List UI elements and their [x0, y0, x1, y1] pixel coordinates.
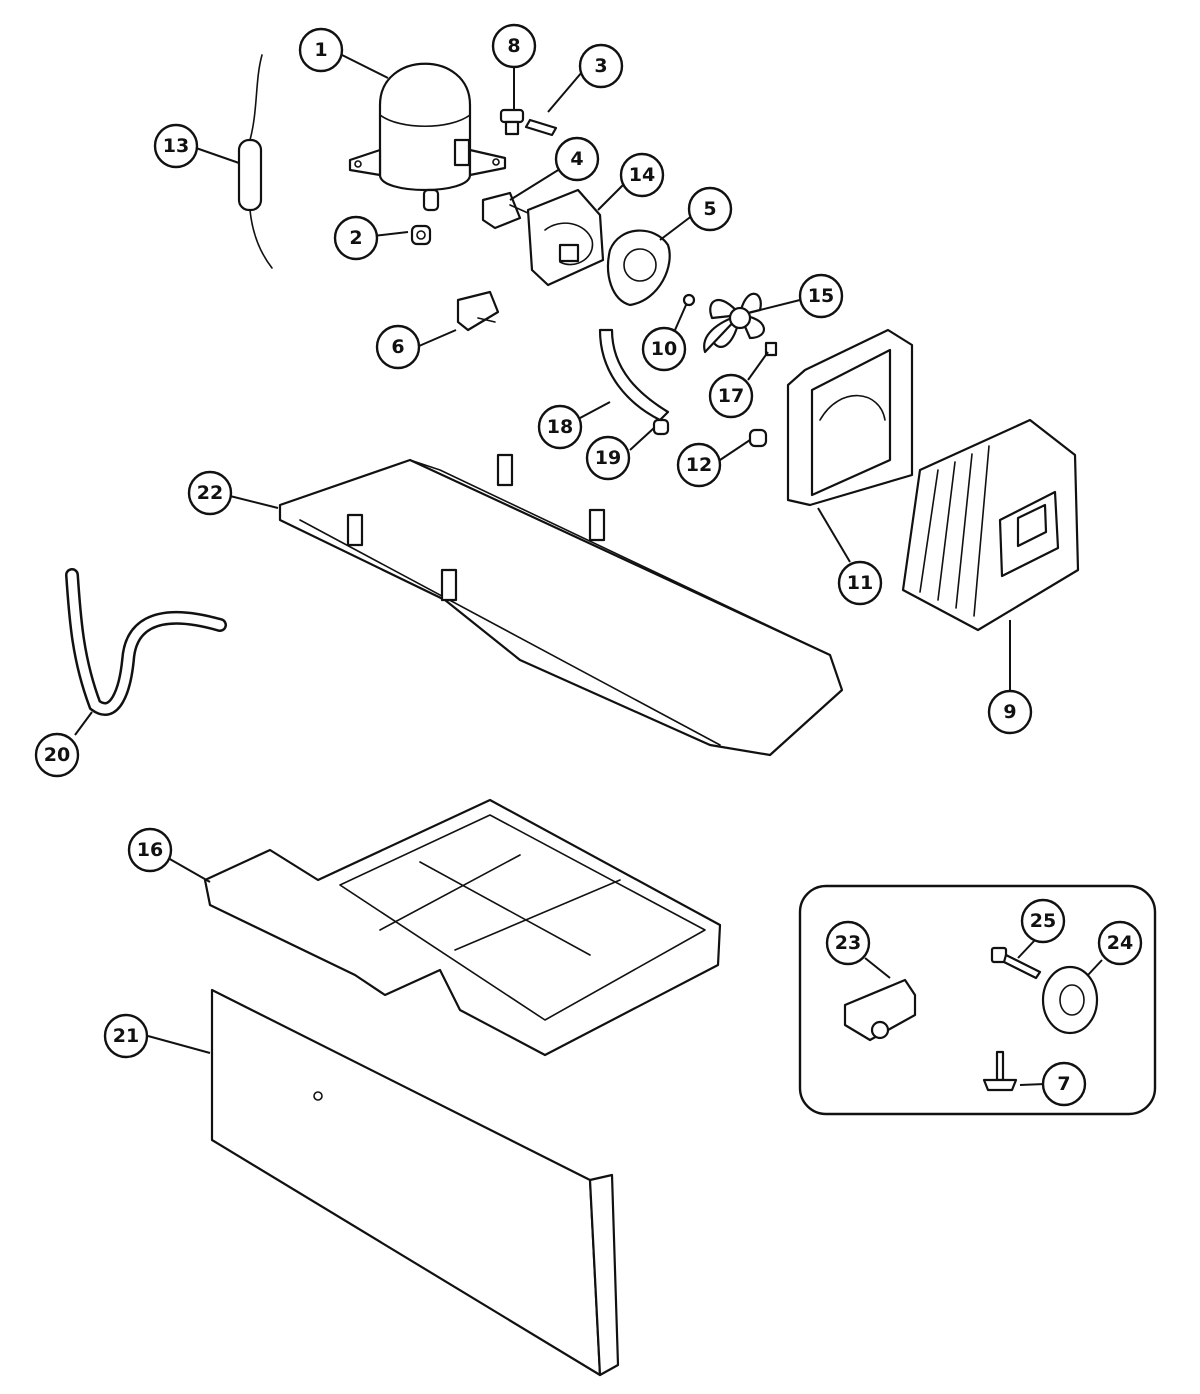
callout-6: 6 [375, 324, 421, 370]
part-8-screw [499, 108, 525, 136]
part-3-clip [524, 118, 558, 137]
callout-6-label: 6 [391, 336, 404, 358]
callout-25-label: 25 [1030, 910, 1056, 932]
callout-4-label: 4 [570, 148, 583, 170]
part-21-front-panel [210, 988, 620, 1377]
callout-14: 14 [619, 152, 665, 198]
callout-18-label: 18 [547, 416, 573, 438]
callout-19: 19 [585, 435, 631, 481]
part-5-fan-shroud [606, 229, 671, 307]
part-22-base-pan [278, 453, 844, 757]
callout-3-label: 3 [594, 55, 607, 77]
part-16-drain-pan [203, 798, 722, 1057]
callout-15-label: 15 [808, 285, 834, 307]
part-25-screw [990, 946, 1042, 980]
part-6-switch [456, 290, 500, 332]
part-2-grommet [410, 224, 432, 246]
callout-11: 11 [837, 560, 883, 606]
callout-18: 18 [537, 404, 583, 450]
callout-11-label: 11 [847, 572, 873, 594]
part-20-hose [65, 568, 227, 716]
callout-9: 9 [987, 689, 1033, 735]
callout-22-label: 22 [197, 482, 223, 504]
part-11-fan-frame [786, 328, 914, 507]
callout-23: 23 [825, 920, 871, 966]
callout-12: 12 [676, 442, 722, 488]
callout-10: 10 [641, 326, 687, 372]
callout-7-label: 7 [1057, 1073, 1070, 1095]
part-24-wheel [1041, 965, 1099, 1035]
callout-1-label: 1 [314, 39, 327, 61]
callout-20-label: 20 [44, 744, 70, 766]
callout-24-label: 24 [1107, 932, 1133, 954]
callout-4: 4 [554, 136, 600, 182]
callout-17: 17 [708, 373, 754, 419]
callout-1: 1 [298, 27, 344, 73]
callout-7: 7 [1041, 1061, 1087, 1107]
callout-20: 20 [34, 732, 80, 778]
callout-5: 5 [687, 186, 733, 232]
inset-panel [798, 884, 1157, 1116]
callout-16: 16 [127, 827, 173, 873]
callout-22: 22 [187, 470, 233, 516]
callout-10-label: 10 [651, 338, 677, 360]
part-18-bracket [598, 328, 670, 422]
callout-3: 3 [578, 43, 624, 89]
part-17-clip [764, 341, 778, 357]
callout-2-label: 2 [349, 227, 362, 249]
callout-8: 8 [491, 23, 537, 69]
callout-24: 24 [1097, 920, 1143, 966]
part-14-cover [526, 188, 605, 287]
part-9-condenser [901, 418, 1080, 632]
callout-21-label: 21 [113, 1025, 139, 1047]
callout-14-label: 14 [629, 164, 655, 186]
callout-2: 2 [333, 215, 379, 261]
callout-12-label: 12 [686, 454, 712, 476]
part-13-drier [237, 54, 273, 269]
part-1-compressor [348, 62, 507, 212]
part-4-relay [481, 191, 529, 230]
callout-21: 21 [103, 1013, 149, 1059]
callout-19-label: 19 [595, 447, 621, 469]
callout-23-label: 23 [835, 932, 861, 954]
part-15-fan-blade [703, 292, 766, 354]
callout-25: 25 [1020, 898, 1066, 944]
callout-8-label: 8 [507, 35, 520, 57]
callout-15: 15 [798, 273, 844, 319]
part-7-leveling-leg [982, 1050, 1018, 1092]
callout-5-label: 5 [703, 198, 716, 220]
callout-13: 13 [153, 123, 199, 169]
part-12-grommet [748, 428, 768, 448]
part-23-roller-bracket [843, 978, 917, 1042]
callout-9-label: 9 [1003, 701, 1016, 723]
callout-16-label: 16 [137, 839, 163, 861]
part-10-nut [682, 293, 696, 307]
callout-17-label: 17 [718, 385, 744, 407]
part-19-grommet [652, 418, 670, 436]
callout-13-label: 13 [163, 135, 189, 157]
